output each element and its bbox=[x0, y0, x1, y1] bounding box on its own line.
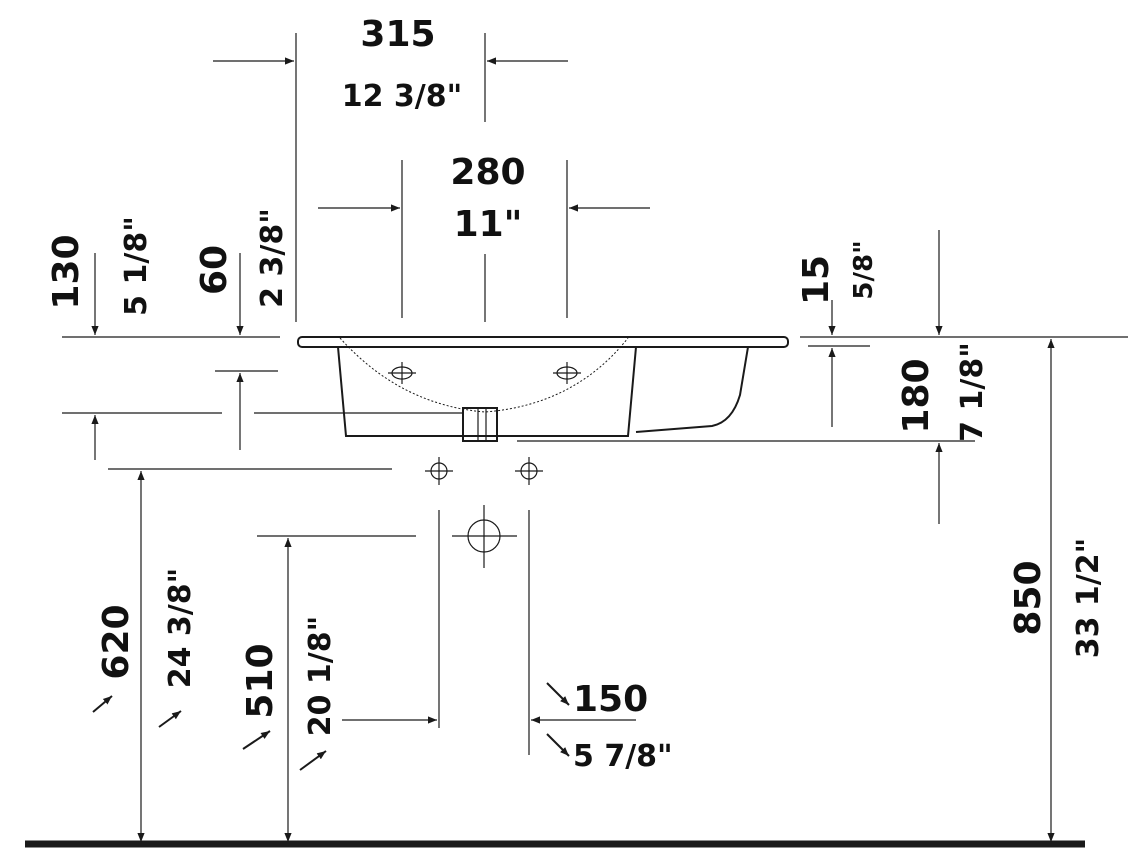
dimension-arrows bbox=[91, 57, 1055, 842]
dim-620-inch: 24 3/8" bbox=[163, 568, 198, 689]
leader-arrows bbox=[92, 682, 570, 771]
dim-60-mm: 60 bbox=[194, 245, 235, 295]
dim-15-mm: 15 bbox=[796, 255, 837, 305]
dim-15-inch: 5/8" bbox=[849, 240, 879, 299]
dim-180-inch: 7 1/8" bbox=[955, 342, 990, 442]
dim-150-inch: 5 7/8" bbox=[573, 739, 673, 774]
extension-lines bbox=[62, 33, 1128, 755]
basin-outline bbox=[297, 336, 789, 442]
dim-315-inch: 12 3/8" bbox=[342, 79, 463, 114]
dim-60-inch: 2 3/8" bbox=[255, 208, 290, 308]
supply-valve-right-icon bbox=[515, 457, 543, 485]
dim-180-mm: 180 bbox=[896, 358, 937, 433]
tap-hole-left-icon bbox=[388, 362, 416, 384]
dim-850-inch: 33 1/2" bbox=[1071, 538, 1106, 659]
dim-510-mm: 510 bbox=[240, 643, 281, 718]
dim-620-mm: 620 bbox=[96, 604, 137, 679]
dim-510-inch: 20 1/8" bbox=[303, 616, 338, 737]
supply-valve-left-icon bbox=[425, 457, 453, 485]
dim-315-mm: 315 bbox=[360, 14, 435, 55]
dim-130-inch: 5 1/8" bbox=[119, 216, 154, 316]
dim-130-mm: 130 bbox=[46, 234, 87, 309]
tap-hole-right-icon bbox=[553, 362, 581, 384]
waste-outlet-icon bbox=[452, 505, 517, 568]
dim-850-mm: 850 bbox=[1008, 560, 1049, 635]
dim-150-mm: 150 bbox=[573, 679, 648, 720]
dim-280-mm: 280 bbox=[450, 152, 525, 193]
dim-280-inch: 11" bbox=[454, 204, 523, 245]
